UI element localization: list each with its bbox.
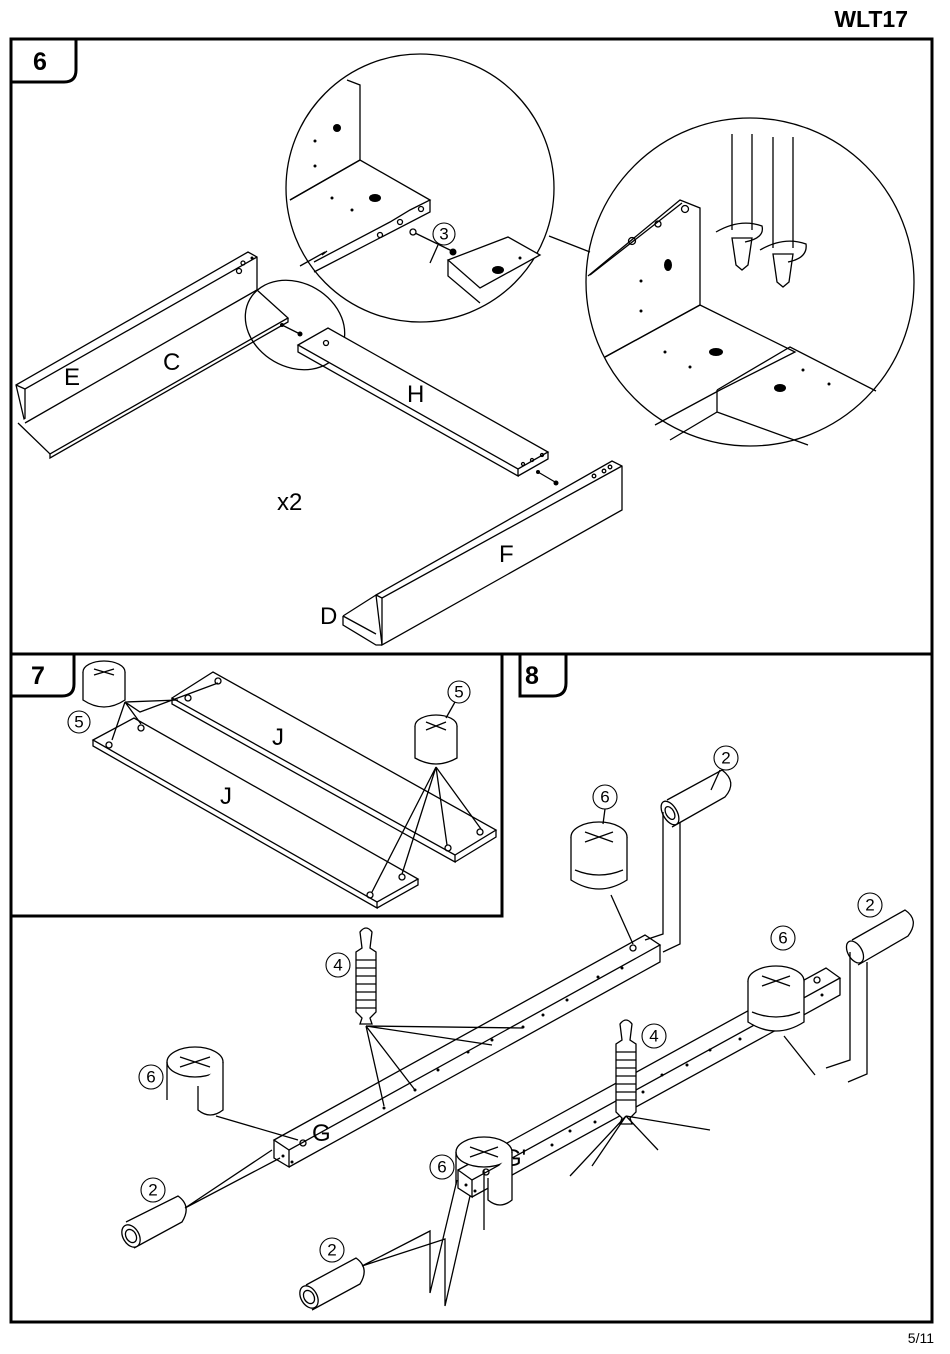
callout-5-left: 5 xyxy=(68,711,90,733)
svg-text:6: 6 xyxy=(146,1068,155,1087)
svg-text:2: 2 xyxy=(148,1181,157,1200)
callout-5-right: 5 xyxy=(446,681,470,718)
callout-6-lower: 6 xyxy=(430,1155,454,1179)
page-number: 5/11 xyxy=(908,1330,934,1346)
step-7-number: 7 xyxy=(31,662,45,690)
svg-text:5: 5 xyxy=(454,683,463,702)
svg-text:2: 2 xyxy=(865,896,874,915)
part-label-e: E xyxy=(64,364,80,391)
part-label-g: G xyxy=(312,1120,331,1147)
cam-bolt-icon xyxy=(536,470,559,486)
part-label-j-front: J xyxy=(220,783,232,810)
panel-fd: F D xyxy=(320,461,622,645)
callout-3: 3 xyxy=(430,223,455,263)
svg-text:3: 3 xyxy=(439,225,448,244)
callout-6-top: 6 xyxy=(593,785,617,824)
cam-bolt-icon xyxy=(280,323,303,337)
callout-4-lower: 4 xyxy=(642,1024,666,1048)
wooden-dowel-icon xyxy=(118,1150,280,1250)
svg-text:5: 5 xyxy=(74,713,83,732)
svg-text:6: 6 xyxy=(437,1158,446,1177)
cam-lock-icon xyxy=(456,1137,512,1230)
wooden-dowel-icon xyxy=(645,770,731,952)
detail-arrow xyxy=(549,236,590,252)
callout-6-right: 6 xyxy=(771,926,795,950)
callout-2-lower-left: 2 xyxy=(141,1178,165,1202)
callout-2-bottom: 2 xyxy=(320,1238,344,1262)
quantity-label: x2 xyxy=(277,489,302,516)
part-label-d: D xyxy=(320,603,337,630)
part-label-h: H xyxy=(407,381,424,408)
part-label-j-back: J xyxy=(272,724,284,751)
panel-ec: E C xyxy=(16,252,288,458)
panel-j-front: J xyxy=(93,718,418,908)
detail-view-tightening xyxy=(586,118,914,446)
step-6-number: 6 xyxy=(33,48,47,76)
cam-lock-icon xyxy=(571,822,633,944)
panel-h: H xyxy=(298,328,548,476)
part-label-f: F xyxy=(499,541,514,568)
svg-text:2: 2 xyxy=(327,1241,336,1260)
svg-text:6: 6 xyxy=(778,929,787,948)
svg-text:6: 6 xyxy=(600,788,609,807)
callout-6-left: 6 xyxy=(139,1065,163,1089)
step-8-number: 8 xyxy=(525,662,539,690)
svg-text:4: 4 xyxy=(649,1027,658,1046)
callout-4-upper: 4 xyxy=(326,953,350,977)
detail-view-connection: 3 xyxy=(286,54,554,322)
part-label-c: C xyxy=(163,349,180,376)
svg-text:4: 4 xyxy=(333,956,342,975)
screwdriver-icon xyxy=(773,137,793,287)
svg-text:2: 2 xyxy=(721,749,730,768)
callout-2-right: 2 xyxy=(858,893,882,917)
screwdriver-icon xyxy=(732,134,752,270)
cam-lock-icon xyxy=(167,1047,298,1140)
